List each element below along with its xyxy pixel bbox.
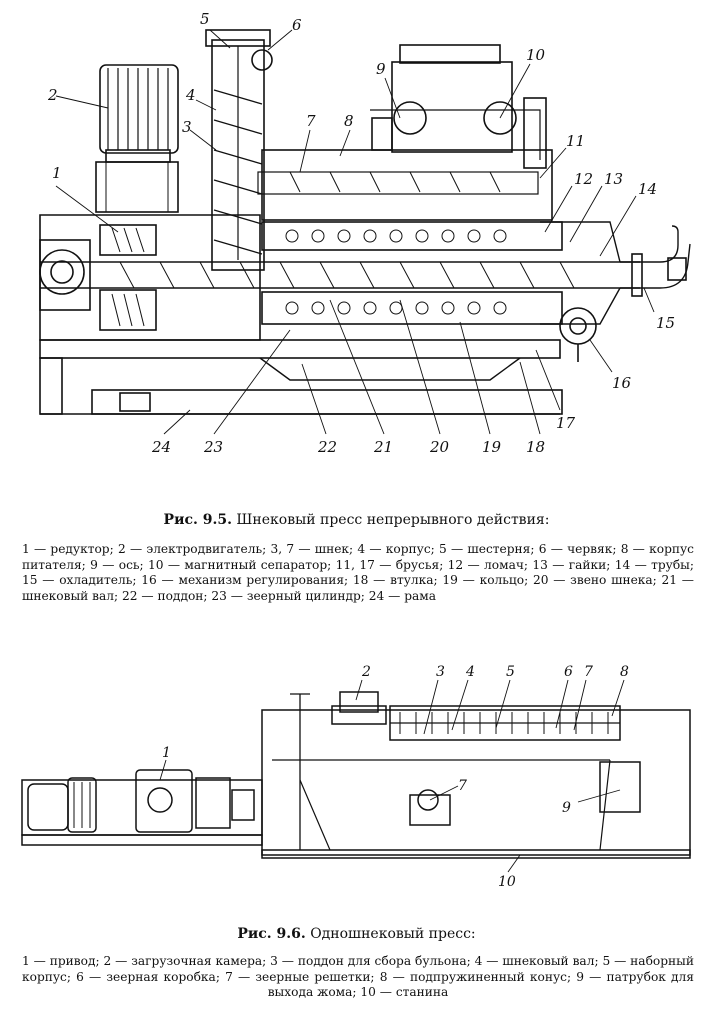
figure-9-6-legend: 1 — привод; 2 — загрузочная камера; 3 — … [22,954,694,999]
callout-5: 5 [506,664,515,680]
callout-23: 23 [203,438,223,456]
callout-6: 6 [292,16,302,34]
callout-6: 6 [564,664,573,680]
callout-14: 14 [638,180,657,198]
feeder-column [205,29,273,271]
callout-7: 7 [584,664,593,680]
callout-8: 8 [344,112,354,130]
figure-9-6-caption-label: Рис. 9.6. [237,926,306,942]
callout-21: 21 [373,438,393,456]
figure-9-5-drawing: 1 2 3 4 5 6 7 8 9 10 11 12 13 14 15 16 1… [0,0,713,470]
callout-11: 11 [566,132,585,150]
callout-16: 16 [612,374,632,392]
callout-1: 1 [162,745,171,761]
callout-22: 22 [317,438,337,456]
callout-5: 5 [200,10,210,28]
callout-19: 19 [482,438,502,456]
callout-9: 9 [562,800,571,816]
callout-2: 2 [47,86,58,104]
callout-18: 18 [526,438,545,456]
main-barrel [40,221,640,325]
callout-3: 3 [436,664,445,680]
press-body [261,691,691,859]
callout-7: 7 [306,112,316,130]
callout-9: 9 [376,60,386,78]
callout-7b: 7 [458,778,467,794]
callout-20: 20 [429,438,450,456]
callout-24: 24 [151,438,171,456]
figure-9-5-caption-label: Рис. 9.5. [163,512,232,528]
callout-8: 8 [620,664,629,680]
frame [39,339,563,415]
callout-13: 13 [604,170,623,188]
callout-10: 10 [526,46,546,64]
callout-2: 2 [361,664,371,680]
regulating-mechanism [559,307,597,362]
cooler [620,225,691,297]
callout-4: 4 [185,86,196,104]
callout-4: 4 [465,664,475,680]
figure-9-6-caption: Рис. 9.6. Одношнековый пресс: [0,926,713,942]
callout-17: 17 [556,414,576,432]
electric-motor [95,64,179,213]
drive-unit [21,769,263,846]
feeder-housing [257,149,553,221]
magnetic-separator [370,44,547,169]
figure-9-5-caption-text: Шнековый пресс непрерывного действия: [236,512,550,528]
callout-1: 1 [52,164,62,182]
figure-9-6-drawing: 1 2 3 4 5 6 7 8 7 9 10 [0,650,713,900]
callout-3: 3 [182,118,192,136]
callout-10: 10 [498,874,516,890]
callout-15: 15 [656,314,675,332]
figure-9-6-caption-text: Одношнековый пресс: [310,926,476,942]
figure-9-5-legend: 1 — редуктор; 2 — электродвигатель; 3, 7… [22,542,694,603]
reducer-housing [39,214,261,341]
figure-9-5-caption: Рис. 9.5. Шнековый пресс непрерывного де… [0,512,713,528]
callout-12: 12 [574,170,593,188]
